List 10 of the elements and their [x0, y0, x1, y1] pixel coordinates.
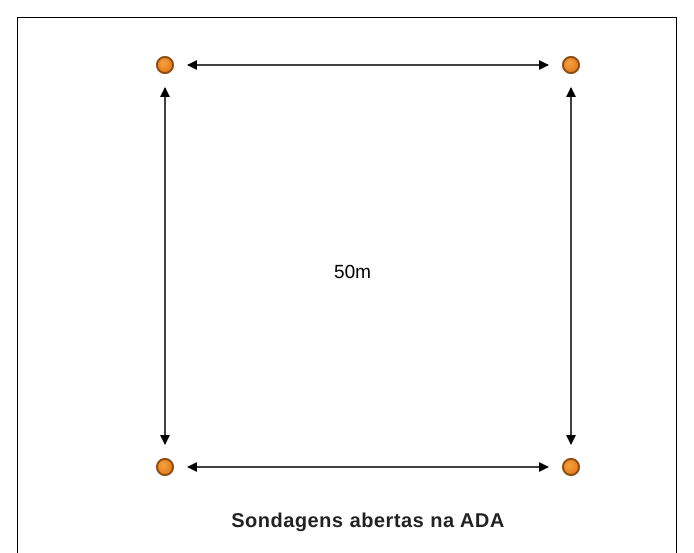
double-arrow: [160, 87, 170, 445]
borehole-marker: [156, 458, 174, 476]
borehole-marker: [156, 56, 174, 74]
borehole-marker: [562, 458, 580, 476]
caption: Sondagens abertas na ADA: [230, 510, 506, 533]
double-arrow: [187, 60, 549, 70]
double-arrow: [566, 87, 576, 445]
borehole-marker: [562, 56, 580, 74]
double-arrow: [187, 462, 549, 472]
distance-label: 50m: [334, 262, 371, 284]
